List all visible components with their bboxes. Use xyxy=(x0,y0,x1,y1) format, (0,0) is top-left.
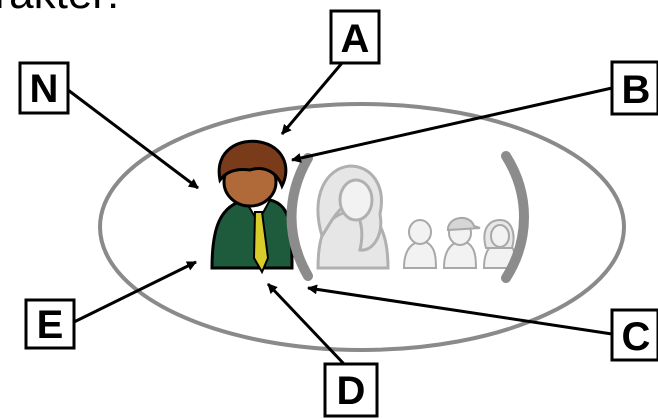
svg-text:E: E xyxy=(37,303,64,347)
right-bracket xyxy=(501,151,529,283)
label-e: E xyxy=(24,298,76,350)
svg-text:B: B xyxy=(622,68,651,112)
person-with-cap-icon xyxy=(442,217,481,269)
arrow-a xyxy=(280,62,344,135)
left-bracket xyxy=(286,153,313,281)
businessman-icon xyxy=(210,139,294,275)
label-d: D xyxy=(323,362,379,418)
svg-text:A: A xyxy=(341,17,370,61)
context-ellipse xyxy=(98,102,626,352)
arrow-e xyxy=(73,260,197,324)
label-a: A xyxy=(329,9,381,65)
label-b: B xyxy=(610,60,658,116)
title-fragment: arakter: xyxy=(0,0,119,18)
woman-icon xyxy=(482,218,518,269)
arrow-d xyxy=(266,282,346,366)
arrow-b xyxy=(291,86,613,163)
woman-silhouette-icon xyxy=(316,164,390,270)
svg-text:C: C xyxy=(622,315,651,359)
svg-text:N: N xyxy=(30,67,59,111)
arrow-c xyxy=(307,284,613,336)
person-icon xyxy=(402,219,438,269)
label-n: N xyxy=(18,61,70,115)
label-c: C xyxy=(610,308,658,362)
arrow-n xyxy=(67,88,199,190)
svg-text:D: D xyxy=(337,369,366,413)
